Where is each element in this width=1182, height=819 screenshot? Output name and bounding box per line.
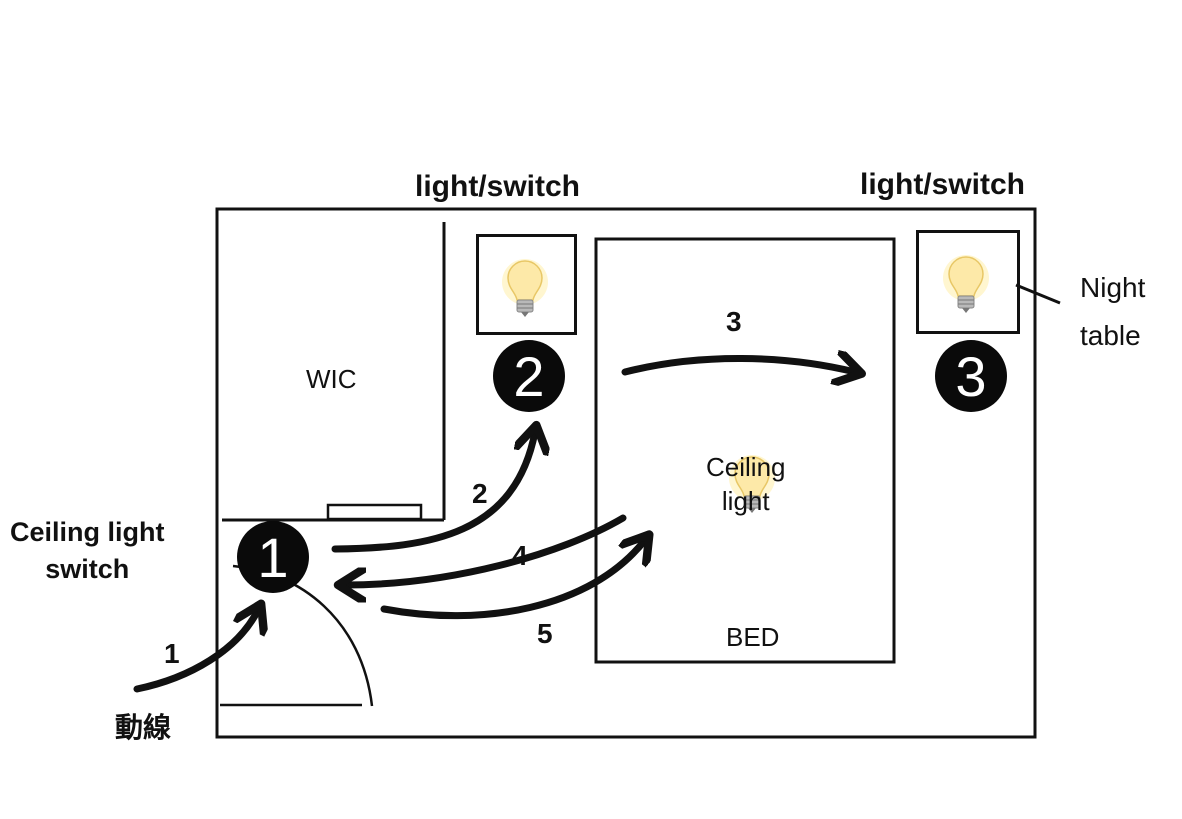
flow-arrow-1	[133, 610, 258, 693]
flow-arrow-3	[621, 358, 855, 372]
badge-3: 3	[935, 340, 1007, 412]
light-bulb-icon	[502, 259, 548, 317]
bed	[594, 237, 896, 664]
room-outline	[215, 207, 1037, 739]
ceiling-light-switch-label: Ceiling light switch	[10, 517, 165, 584]
ceiling-light-label: Ceiling light	[706, 452, 786, 516]
step-number-3: 3	[726, 306, 742, 337]
badge-1: 1	[237, 521, 309, 593]
flow-arrow-2	[331, 432, 535, 553]
flow-arrow-4	[345, 514, 627, 585]
light-switch-label-right: light/switch	[860, 168, 1025, 201]
lamp-box-left	[476, 234, 577, 335]
light-bulb-icon	[943, 255, 989, 313]
night-table-leader	[1015, 283, 1061, 305]
flow-arrow-5	[380, 540, 645, 620]
step-number-4: 4	[512, 540, 528, 571]
bed-label: BED	[726, 622, 780, 652]
step-number-2: 2	[472, 478, 488, 509]
wic-door-panel	[326, 503, 423, 521]
light-switch-label-left: light/switch	[415, 170, 580, 203]
wic-label: WIC	[306, 364, 357, 394]
step-number-1: 1	[164, 638, 180, 669]
step-number-5: 5	[537, 618, 553, 649]
night-table-label: Night table	[1080, 272, 1146, 351]
lamp-box-right	[916, 230, 1020, 334]
ceiling-light-bulb-icon	[729, 455, 775, 513]
flow-line-label: 動線	[115, 712, 172, 743]
badge-2: 2	[493, 340, 565, 412]
